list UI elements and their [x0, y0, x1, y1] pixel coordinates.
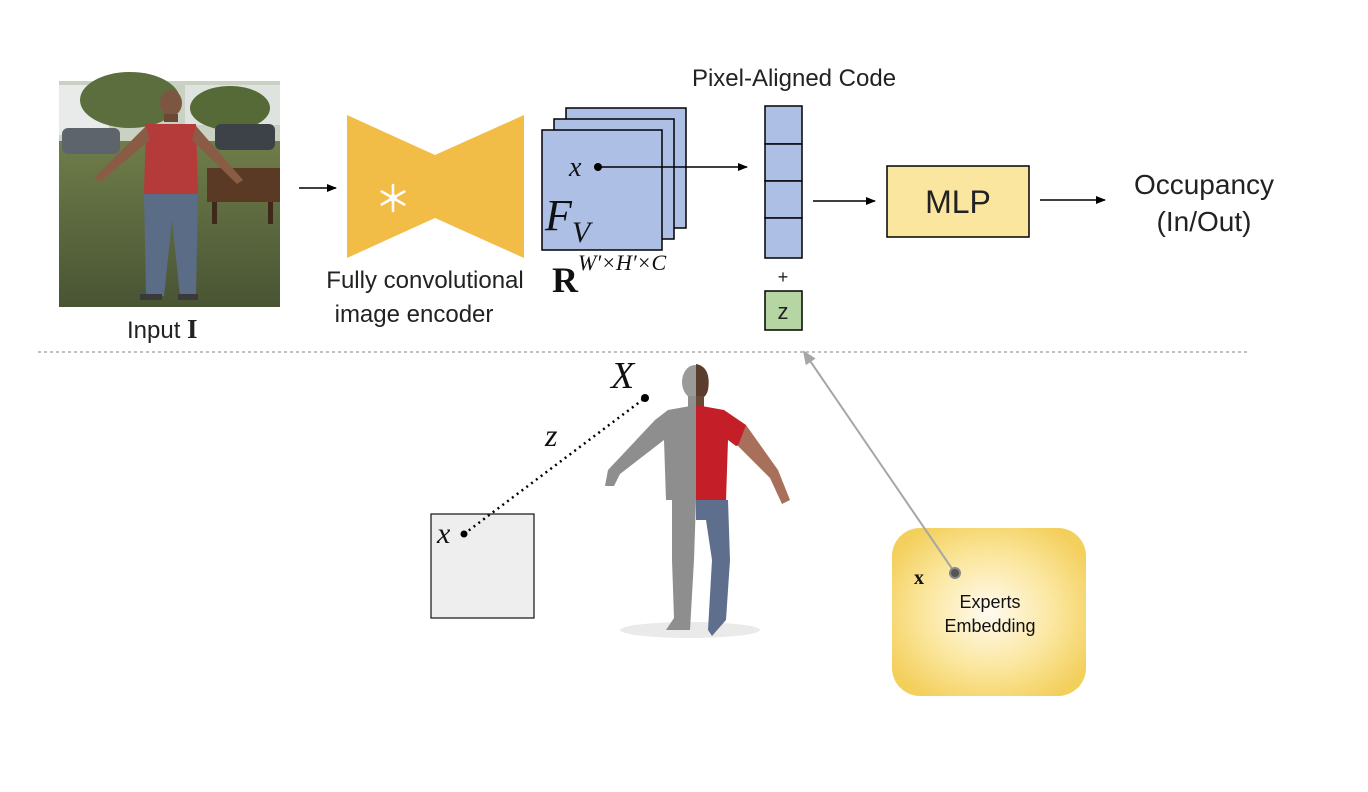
feature-point-label: x [568, 152, 582, 183]
feature-space-label: RW′×H′×C [552, 250, 667, 300]
snowflake-icon [380, 183, 406, 213]
arrow-experts-to-code [802, 350, 956, 574]
encoder-label-line2: image encoder [335, 301, 494, 328]
depth-label: z [544, 417, 558, 453]
output-label-line1: Occupancy [1134, 169, 1274, 200]
z-cell-label: z [778, 299, 789, 324]
code-plus: + [778, 267, 789, 287]
z-cell [764, 290, 803, 331]
mlp-label: MLP [925, 184, 991, 220]
feature-symbol: FV [544, 191, 594, 249]
output-label-line2: (In/Out) [1157, 206, 1252, 237]
reconstructed-human [605, 364, 790, 638]
experts-box [892, 528, 1086, 696]
input-label: Input I [127, 314, 198, 344]
surface-point-label: X [609, 355, 636, 397]
encoder-label-line1: Fully convolutional [326, 267, 523, 294]
surface-point [641, 394, 649, 402]
encoder-shape [347, 115, 524, 258]
mlp-box [886, 165, 1030, 238]
code-title: Pixel-Aligned Code [692, 65, 896, 92]
projection-ray [463, 397, 646, 535]
image-plane [430, 513, 535, 619]
image-point-label: x [436, 517, 451, 550]
input-photo [59, 72, 280, 307]
experts-label-line1: Experts [959, 592, 1020, 612]
experts-point-label: x [914, 567, 924, 589]
feature-map-stack [541, 107, 687, 251]
experts-point [949, 567, 961, 579]
experts-label-line2: Embedding [944, 616, 1035, 636]
code-vector [764, 105, 803, 259]
